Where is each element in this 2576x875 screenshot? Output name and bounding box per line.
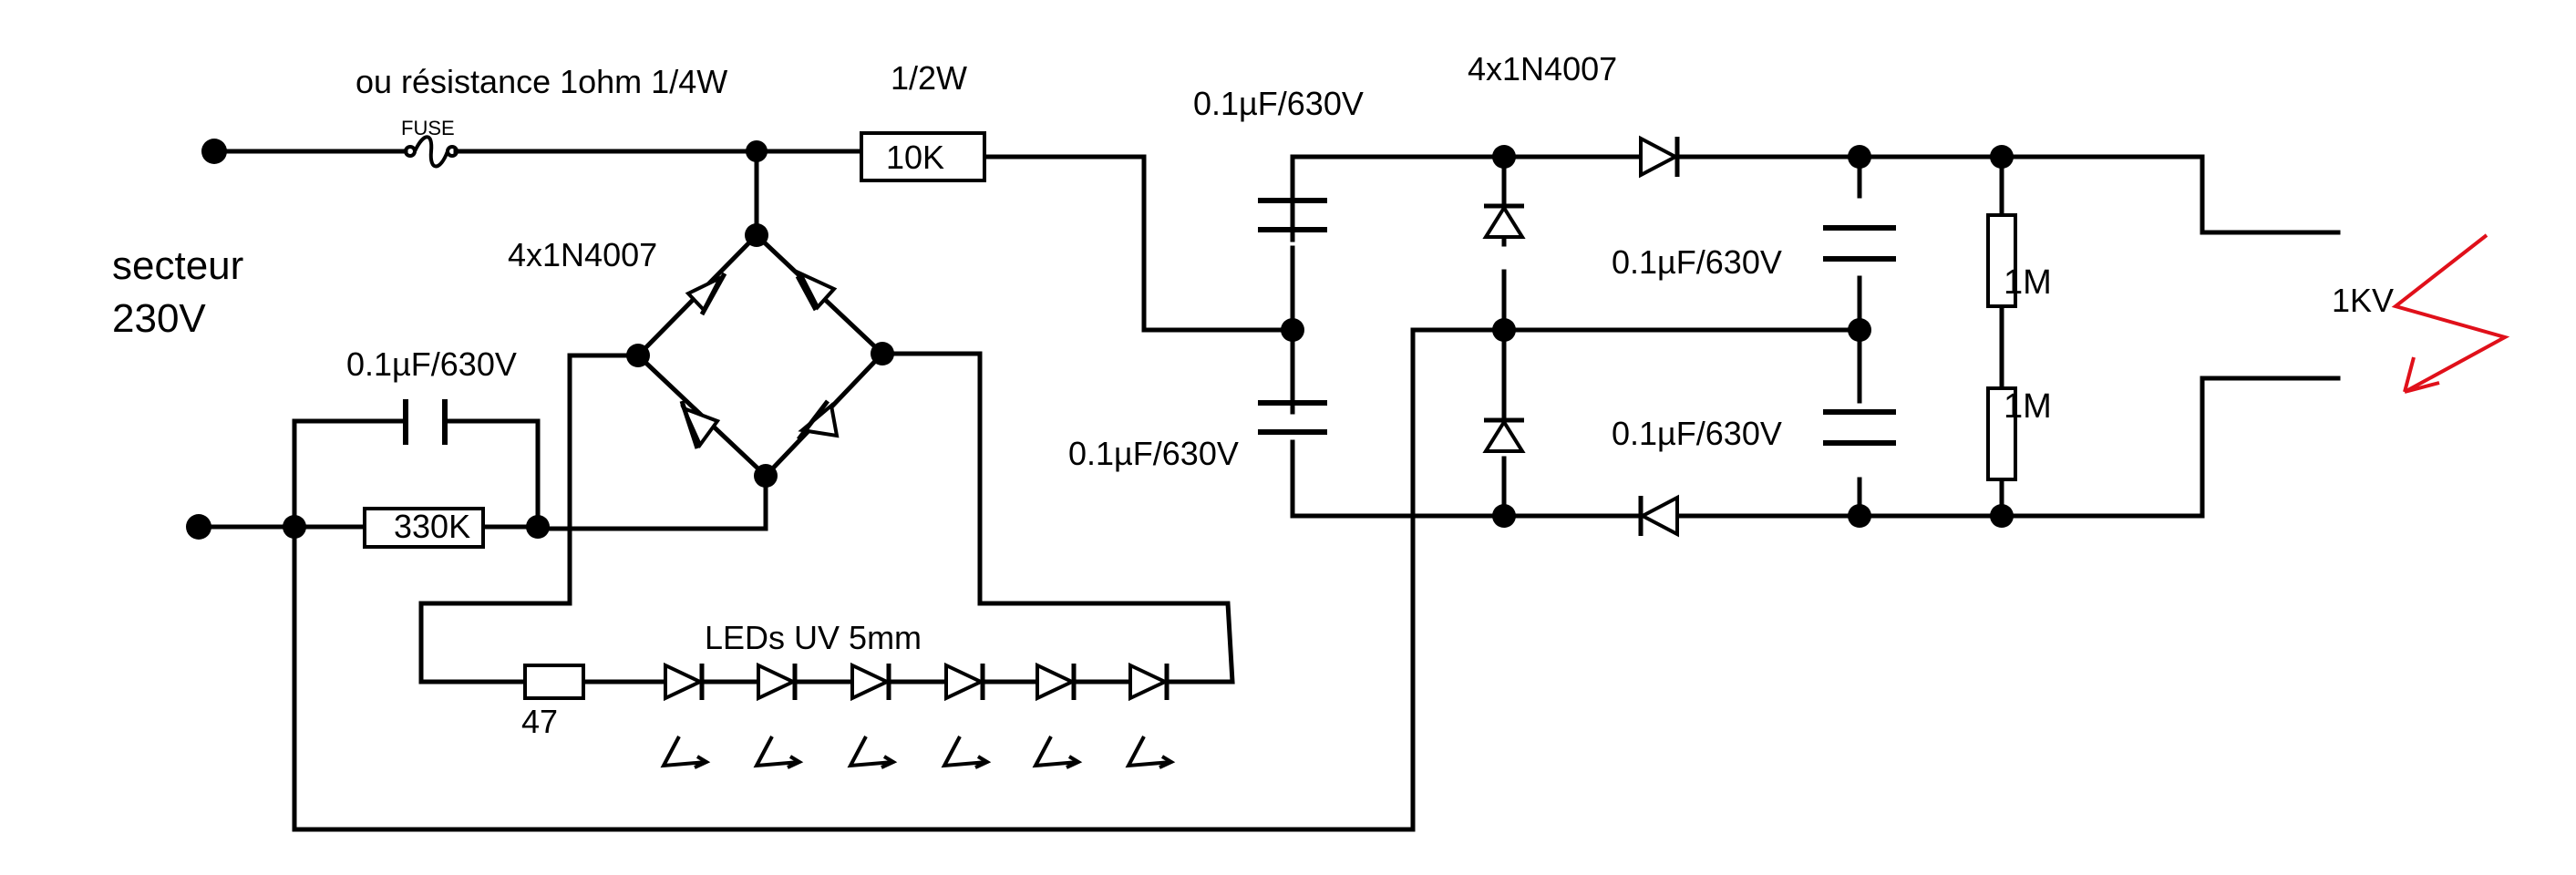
junction-dot [754, 464, 778, 488]
uv-led [1128, 662, 1170, 702]
junction-dot [1281, 318, 1304, 342]
fuse-note-label: ou résistance 1ohm 1/4W [355, 63, 727, 100]
junction-dot [1848, 145, 1871, 169]
output-voltage-label: 1KV [2332, 282, 2394, 319]
uv-led [944, 662, 985, 702]
diode-top-right [1639, 135, 1680, 179]
resistor-1m-top [1986, 213, 2017, 308]
led-light-icon [660, 736, 711, 769]
bridge-diode [685, 272, 727, 316]
junction-dot [1990, 145, 2014, 169]
led-light-icon [1125, 736, 1176, 769]
junction-dot [526, 515, 550, 539]
capacitor-mid-top-label: 0.1µF/630V [1612, 243, 1782, 281]
diode-bottom-right [1638, 494, 1679, 538]
resistor-power-label: 1/2W [891, 59, 967, 97]
junction-dots [186, 139, 2014, 540]
resistor-10k [860, 131, 986, 182]
bridge-diodes-label: 4x1N4007 [508, 236, 657, 273]
junction-dot [1848, 504, 1871, 528]
resistor-1m-top-label: 1M [2004, 263, 2052, 302]
led-light-icon [847, 736, 898, 769]
junction-dot [746, 140, 768, 162]
uv-led [1036, 662, 1077, 702]
capacitor-bottom [1258, 400, 1327, 435]
bridge-diode [795, 269, 838, 312]
diode-vertical-bottom [1482, 417, 1526, 453]
capacitor-input [403, 399, 448, 445]
led-light-icon [753, 736, 804, 769]
junction-dot [1990, 504, 2014, 528]
capacitor-mid-top [1823, 225, 1896, 262]
capacitor-bottom-label: 0.1µF/630V [1068, 435, 1239, 472]
resistor-10k-label: 10K [886, 139, 944, 176]
uv-led [664, 662, 705, 702]
junction-dot [283, 515, 306, 539]
led-string [660, 662, 1176, 769]
uv-led [757, 662, 798, 702]
resistor-1m-bottom [1986, 386, 2017, 481]
capacitor-mid-bottom-label: 0.1µF/630V [1612, 415, 1782, 452]
input-terminal-neutral [186, 514, 211, 540]
led-light-icon [941, 736, 992, 769]
resistor-330k [363, 507, 485, 549]
junction-dot [1492, 504, 1516, 528]
capacitor-top [1258, 198, 1327, 232]
capacitor-input-label: 0.1µF/630V [346, 345, 517, 383]
mains-label-line1: secteur [112, 243, 243, 288]
bridge-diode [679, 400, 721, 449]
junction-dot [1848, 318, 1871, 342]
mains-label-line2: 230V [112, 296, 206, 341]
input-terminal-live [201, 139, 227, 164]
junction-dot [1492, 318, 1516, 342]
resistor-47 [523, 664, 585, 700]
capacitor-top-label: 0.1µF/630V [1193, 85, 1364, 122]
junction-dot [626, 344, 650, 367]
resistor-1m-bottom-label: 1M [2004, 387, 2052, 426]
junction-dot [745, 223, 768, 247]
led-light-icon [1032, 736, 1083, 769]
fuse-label: FUSE [401, 117, 455, 139]
high-voltage-spark-icon [2391, 233, 2510, 394]
diode-vertical-top [1482, 203, 1526, 239]
junction-dot [1492, 145, 1516, 169]
fuse [404, 135, 459, 169]
resistor-330k-label: 330K [394, 508, 470, 545]
multiplier-diodes-label: 4x1N4007 [1468, 50, 1617, 88]
capacitor-mid-bottom [1823, 409, 1896, 446]
leds-label: LEDs UV 5mm [705, 619, 922, 656]
uv-led [850, 662, 891, 702]
bridge-diode [797, 399, 840, 441]
resistor-47-label: 47 [521, 703, 558, 740]
junction-dot [871, 342, 894, 365]
